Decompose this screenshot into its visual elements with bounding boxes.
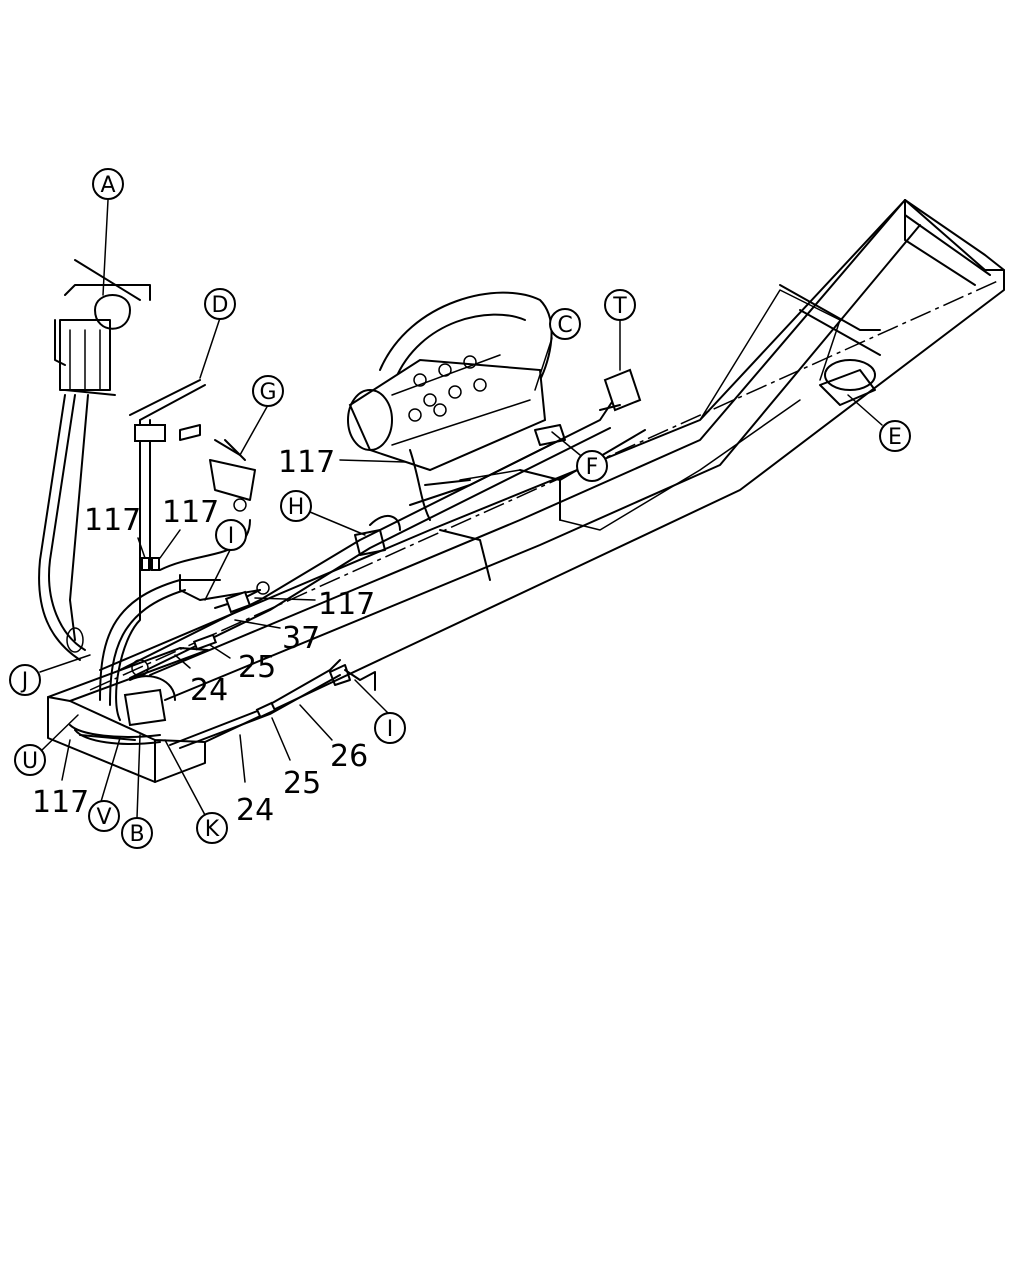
label-117-left: 117 xyxy=(84,503,141,538)
callout-F: F xyxy=(576,450,608,482)
label-25-lower: 25 xyxy=(283,766,321,801)
label-24-upper: 24 xyxy=(190,673,228,708)
callout-E: E xyxy=(879,420,911,452)
callout-H-text: H xyxy=(288,495,305,520)
callout-G: G xyxy=(252,375,284,407)
label-24-lower: 24 xyxy=(236,793,274,828)
callout-E-text: E xyxy=(888,425,902,450)
leader-lines xyxy=(39,199,883,819)
callout-H: H xyxy=(280,490,312,522)
callout-D: D xyxy=(204,288,236,320)
label-117-lower: 117 xyxy=(32,785,89,820)
label-26: 26 xyxy=(330,739,368,774)
part-number-labels: 117 117 117 117 37 25 24 26 25 24 117 xyxy=(32,445,375,828)
callout-U: U xyxy=(14,744,46,776)
callout-I-upper: I xyxy=(215,519,247,551)
label-37: 37 xyxy=(282,621,320,656)
callout-G-text: G xyxy=(259,380,276,405)
air-tank-assembly xyxy=(347,291,553,521)
callout-I-lower: I xyxy=(374,712,406,744)
valve-components xyxy=(66,359,876,727)
label-117-right: 117 xyxy=(162,495,219,530)
callout-C-text: C xyxy=(557,313,572,338)
callout-A: A xyxy=(92,168,124,200)
callout-J: J xyxy=(9,664,41,696)
callout-J-text: J xyxy=(20,669,29,694)
callout-U-text: U xyxy=(22,749,38,774)
label-25-upper: 25 xyxy=(238,650,276,685)
callout-I-upper-text: I xyxy=(228,524,235,549)
callout-C: C xyxy=(549,308,581,340)
callout-V-text: V xyxy=(96,805,111,830)
callout-V: V xyxy=(88,800,120,832)
callout-B: B xyxy=(121,817,153,849)
callout-B-text: B xyxy=(129,822,144,847)
callout-K-text: K xyxy=(205,817,220,842)
callout-T-text: T xyxy=(612,294,627,319)
label-117-upper: 117 xyxy=(278,445,335,480)
callout-I-lower-text: I xyxy=(387,717,394,742)
callout-D-text: D xyxy=(212,293,229,318)
callout-A-text: A xyxy=(100,173,115,198)
callout-T: T xyxy=(604,289,636,321)
brake-valve-assembly xyxy=(54,259,151,396)
label-117-mid: 117 xyxy=(318,587,375,622)
air-piping xyxy=(38,379,621,749)
callout-F-text: F xyxy=(586,455,599,480)
callout-K: K xyxy=(196,812,228,844)
